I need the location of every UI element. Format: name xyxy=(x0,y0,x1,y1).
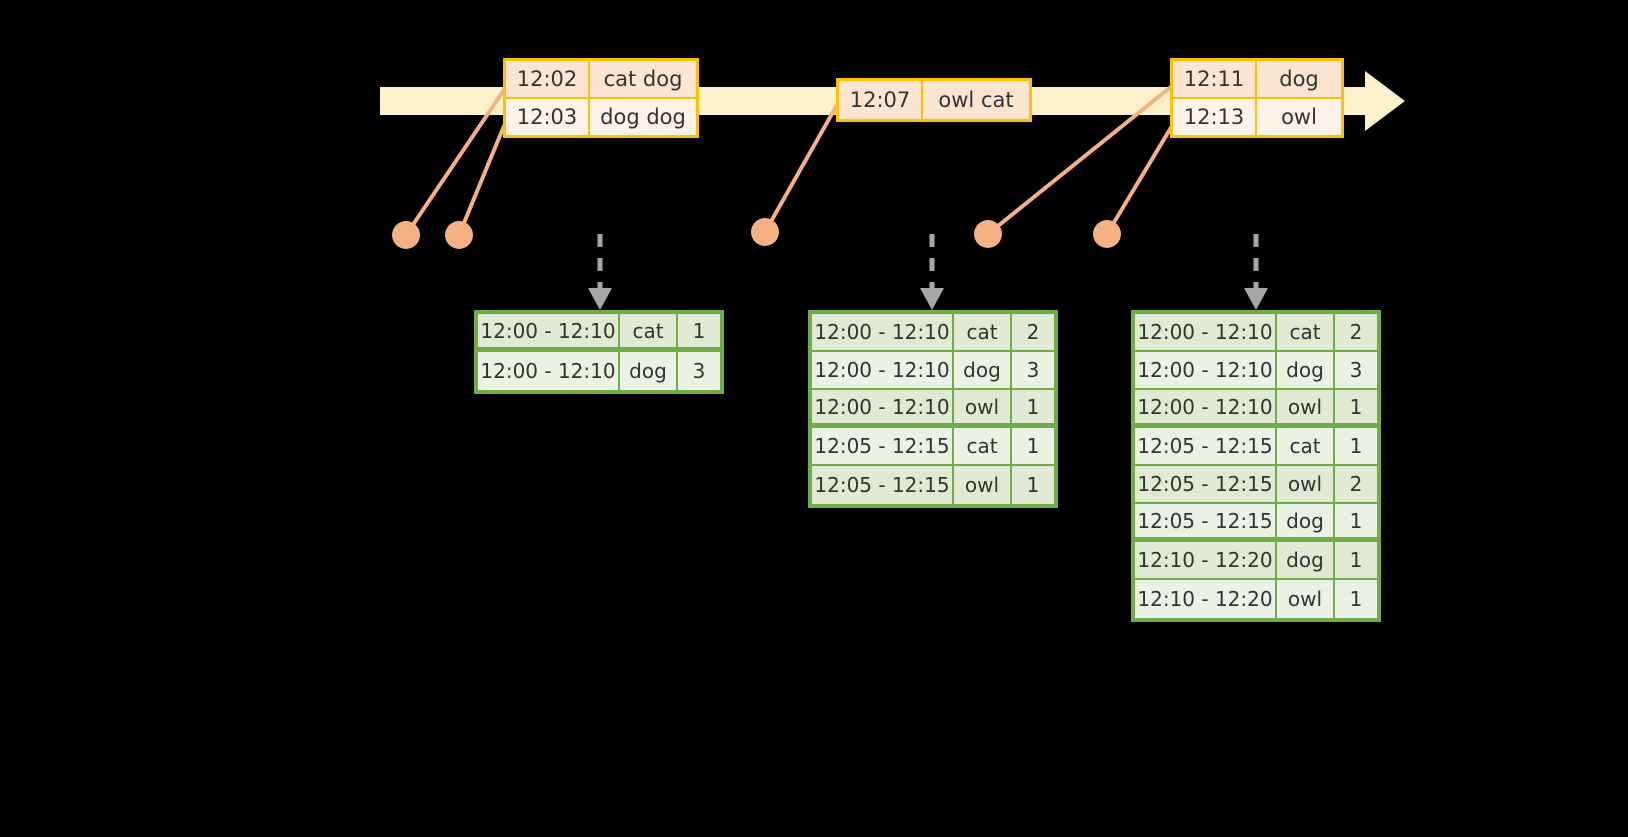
count-cell: 3 xyxy=(678,352,720,390)
event-row: 12:13 owl xyxy=(1173,97,1341,135)
event-payload: owl xyxy=(1257,99,1341,135)
event-box-1[interactable]: 12:02 cat dog 12:03 dog dog xyxy=(503,58,699,138)
key-cell: cat xyxy=(954,428,1012,464)
flow-arrow-heads xyxy=(588,288,1268,310)
key-cell: cat xyxy=(954,314,1012,350)
key-cell: cat xyxy=(620,314,678,347)
window-cell: 12:00 - 12:10 xyxy=(478,314,620,347)
table-row: 12:10 - 12:20 owl 1 xyxy=(1135,580,1377,618)
window-cell: 12:00 - 12:10 xyxy=(812,352,954,388)
count-cell: 1 xyxy=(1012,428,1054,464)
table-row: 12:05 - 12:15 owl 2 xyxy=(1135,466,1377,504)
window-cell: 12:05 - 12:15 xyxy=(812,428,954,464)
window-cell: 12:10 - 12:20 xyxy=(1135,542,1277,578)
result-table-2[interactable]: 12:00 - 12:10 cat 2 12:00 - 12:10 dog 3 … xyxy=(808,310,1058,508)
table-row: 12:00 - 12:10 owl 1 xyxy=(812,390,1054,428)
window-cell: 12:05 - 12:15 xyxy=(1135,466,1277,502)
table-row: 12:00 - 12:10 cat 1 xyxy=(478,314,720,352)
table-row: 12:05 - 12:15 owl 1 xyxy=(812,466,1054,504)
window-cell: 12:00 - 12:10 xyxy=(1135,314,1277,350)
event-payload: dog xyxy=(1257,61,1341,97)
table-row: 12:00 - 12:10 dog 3 xyxy=(812,352,1054,390)
connector-line-3 xyxy=(763,103,839,234)
count-cell: 3 xyxy=(1335,352,1377,388)
event-row: 12:03 dog dog xyxy=(506,97,696,135)
count-cell: 2 xyxy=(1335,466,1377,502)
event-time: 12:07 xyxy=(839,81,923,119)
key-cell: dog xyxy=(1277,504,1335,537)
connector-line-5 xyxy=(1105,124,1174,236)
table-row: 12:05 - 12:15 dog 1 xyxy=(1135,504,1377,542)
flow-arrow-head-3 xyxy=(1244,288,1268,310)
table-row: 12:05 - 12:15 cat 1 xyxy=(812,428,1054,466)
event-payload: cat dog xyxy=(590,61,696,97)
table-row: 12:10 - 12:20 dog 1 xyxy=(1135,542,1377,580)
connector-dot-2 xyxy=(445,221,473,249)
flow-arrow-head-1 xyxy=(588,288,612,310)
window-cell: 12:00 - 12:10 xyxy=(478,352,620,390)
table-row: 12:00 - 12:10 dog 3 xyxy=(478,352,720,390)
flow-arrow-head-2 xyxy=(920,288,944,310)
event-box-2[interactable]: 12:07 owl cat xyxy=(836,78,1032,122)
window-cell: 12:00 - 12:10 xyxy=(812,390,954,423)
key-cell: dog xyxy=(1277,352,1335,388)
window-cell: 12:05 - 12:15 xyxy=(812,466,954,504)
count-cell: 1 xyxy=(678,314,720,347)
event-time: 12:02 xyxy=(506,61,590,97)
connector-line-2 xyxy=(457,124,506,237)
event-row: 12:02 cat dog xyxy=(506,61,696,97)
count-cell: 1 xyxy=(1335,580,1377,618)
timeline-arrowhead xyxy=(1365,71,1405,131)
connector-dot-5 xyxy=(1093,220,1121,248)
count-cell: 2 xyxy=(1012,314,1054,350)
window-cell: 12:10 - 12:20 xyxy=(1135,580,1277,618)
count-cell: 1 xyxy=(1335,504,1377,537)
key-cell: dog xyxy=(954,352,1012,388)
key-cell: cat xyxy=(1277,428,1335,464)
key-cell: owl xyxy=(954,390,1012,423)
count-cell: 1 xyxy=(1012,466,1054,504)
key-cell: owl xyxy=(1277,390,1335,423)
window-cell: 12:05 - 12:15 xyxy=(1135,504,1277,537)
table-row: 12:00 - 12:10 cat 2 xyxy=(1135,314,1377,352)
result-table-3[interactable]: 12:00 - 12:10 cat 2 12:00 - 12:10 dog 3 … xyxy=(1131,310,1381,622)
count-cell: 1 xyxy=(1335,428,1377,464)
count-cell: 3 xyxy=(1012,352,1054,388)
key-cell: owl xyxy=(1277,466,1335,502)
table-row: 12:05 - 12:15 cat 1 xyxy=(1135,428,1377,466)
key-cell: dog xyxy=(620,352,678,390)
event-time: 12:11 xyxy=(1173,61,1257,97)
window-cell: 12:00 - 12:10 xyxy=(1135,390,1277,423)
key-cell: dog xyxy=(1277,542,1335,578)
key-cell: owl xyxy=(954,466,1012,504)
connector-dot-1 xyxy=(392,221,420,249)
key-cell: cat xyxy=(1277,314,1335,350)
event-box-3[interactable]: 12:11 dog 12:13 owl xyxy=(1170,58,1344,138)
count-cell: 2 xyxy=(1335,314,1377,350)
connector-dot-4 xyxy=(974,220,1002,248)
event-payload: owl cat xyxy=(923,81,1029,119)
count-cell: 1 xyxy=(1335,542,1377,578)
window-cell: 12:00 - 12:10 xyxy=(812,314,954,350)
connector-dot-3 xyxy=(751,218,779,246)
count-cell: 1 xyxy=(1335,390,1377,423)
event-row: 12:11 dog xyxy=(1173,61,1341,97)
count-cell: 1 xyxy=(1012,390,1054,423)
key-cell: owl xyxy=(1277,580,1335,618)
result-table-1[interactable]: 12:00 - 12:10 cat 1 12:00 - 12:10 dog 3 xyxy=(474,310,724,394)
table-row: 12:00 - 12:10 cat 2 xyxy=(812,314,1054,352)
event-row: 12:07 owl cat xyxy=(839,81,1029,119)
table-row: 12:00 - 12:10 owl 1 xyxy=(1135,390,1377,428)
event-payload: dog dog xyxy=(590,99,696,135)
window-cell: 12:00 - 12:10 xyxy=(1135,352,1277,388)
flow-arrow-lines xyxy=(597,234,1259,290)
event-time: 12:13 xyxy=(1173,99,1257,135)
event-time: 12:03 xyxy=(506,99,590,135)
table-row: 12:00 - 12:10 dog 3 xyxy=(1135,352,1377,390)
window-cell: 12:05 - 12:15 xyxy=(1135,428,1277,464)
